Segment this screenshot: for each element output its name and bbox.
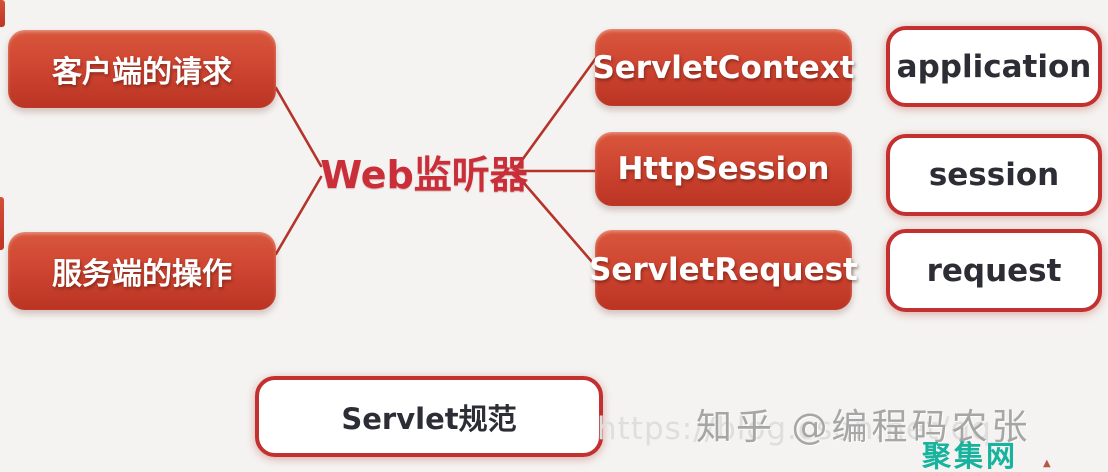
clipped-node-fragment-middle <box>0 197 4 250</box>
node-client-request: 客户端的请求 <box>8 30 276 108</box>
watermark-zhihu-author: 知乎 @编程码农张 <box>696 407 1032 448</box>
connector-server-to-listener <box>274 175 323 256</box>
node-client-request-label: 客户端的请求 <box>52 55 232 90</box>
web-listener-title: Web监听器 <box>320 152 528 197</box>
node-servlet-spec-label: Servlet规范 <box>341 401 517 436</box>
node-servletcontext-label: ServletContext <box>592 49 855 86</box>
connector-listener-to-servletcontext <box>515 56 598 169</box>
watermark-caret: ▲ <box>1043 458 1051 469</box>
node-servlet-spec: Servlet规范 <box>255 376 603 457</box>
node-server-operation-label: 服务端的操作 <box>52 257 232 292</box>
node-session-scope: session <box>886 134 1102 216</box>
node-session-scope-label: session <box>928 157 1060 193</box>
watermark-juji-site: 聚集网 <box>922 439 1019 472</box>
node-application-scope-label: application <box>896 48 1092 85</box>
node-request-scope: request <box>886 229 1102 312</box>
node-servletrequest: ServletRequest <box>589 230 858 310</box>
clipped-node-fragment-top <box>0 0 5 27</box>
node-request-scope-label: request <box>926 252 1062 289</box>
connector-listener-to-servletrequest <box>515 173 601 272</box>
node-servletrequest-label: ServletRequest <box>589 252 858 288</box>
node-server-operation: 服务端的操作 <box>8 232 276 310</box>
node-httpsession: HttpSession <box>595 132 852 206</box>
node-httpsession-label: HttpSession <box>617 151 830 187</box>
node-application-scope: application <box>886 26 1102 107</box>
connector-client-to-listener <box>274 86 323 168</box>
node-servletcontext: ServletContext <box>592 29 855 106</box>
watermark-csdn-url: https://blog.csdn.net/qq <box>597 411 992 447</box>
